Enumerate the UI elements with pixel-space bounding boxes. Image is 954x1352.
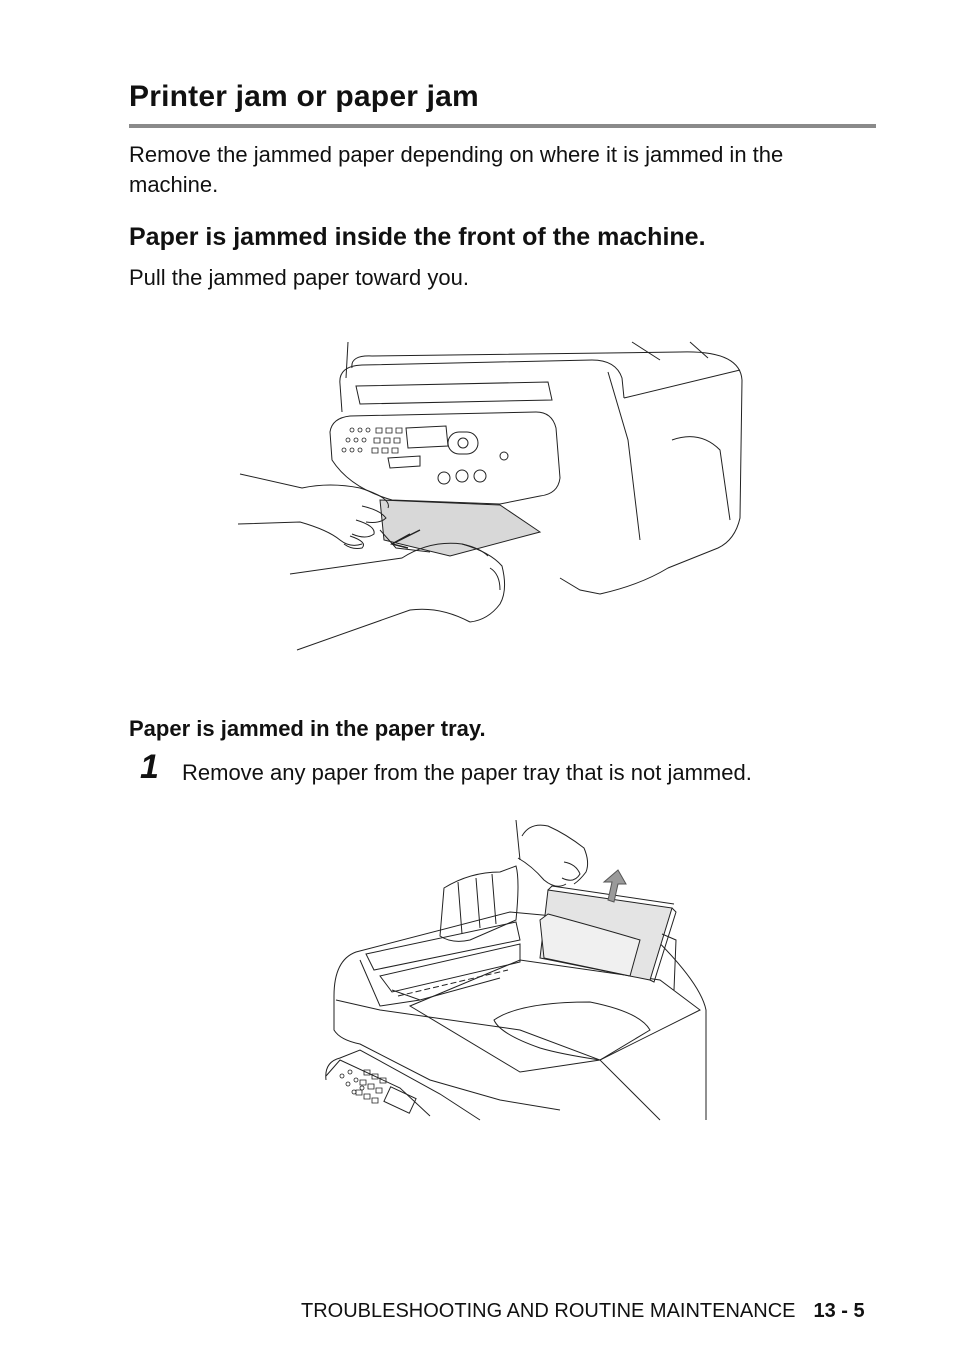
intro-paragraph: Remove the jammed paper depending on whe…: [129, 142, 784, 197]
step-number: 1: [140, 748, 159, 786]
step-text: Remove any paper from the paper tray tha…: [182, 760, 752, 785]
section-heading-front-jam: Paper is jammed inside the front of the …: [129, 223, 706, 251]
page-number: 13 - 5: [813, 1300, 865, 1322]
section-heading-tray-jam: Paper is jammed in the paper tray.: [129, 716, 486, 741]
section-text-front-jam: Pull the jammed paper toward you.: [129, 265, 469, 290]
page-title: Printer jam or paper jam: [129, 80, 479, 113]
footer-label: TROUBLESHOOTING AND ROUTINE MAINTENANCE: [301, 1300, 796, 1322]
page-footer: TROUBLESHOOTING AND ROUTINE MAINTENANCE 1…: [301, 1300, 865, 1323]
title-divider: [129, 124, 876, 128]
